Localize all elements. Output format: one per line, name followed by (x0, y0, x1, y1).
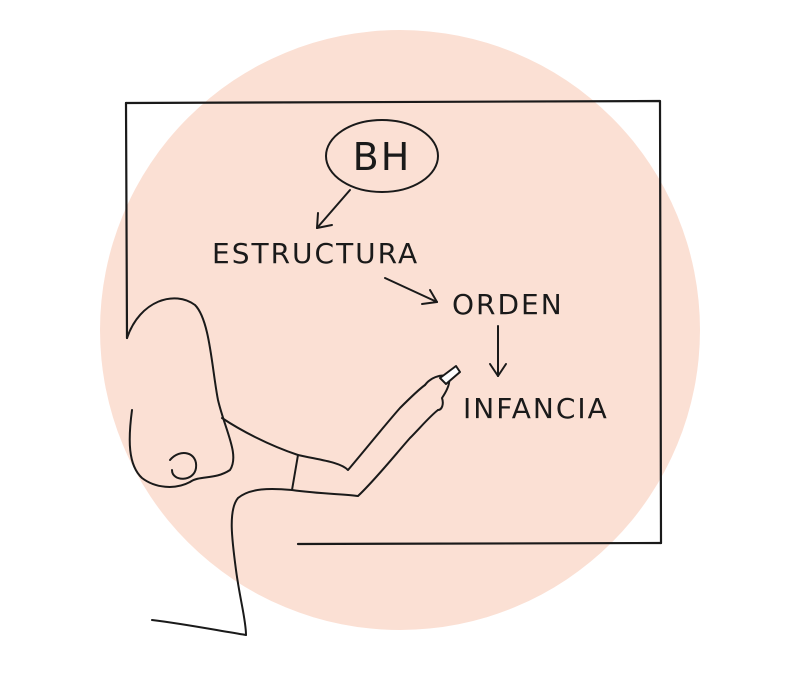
estructura-label: ESTRUCTURA (212, 237, 419, 270)
board-frame (124, 99, 663, 546)
arm-upper (297, 384, 426, 471)
woman-figure (126, 297, 461, 636)
arrow-estructura-to-orden (384, 277, 438, 305)
root-node-label: BH (353, 135, 412, 179)
strap (291, 454, 299, 491)
body-bottom (151, 619, 247, 636)
arrow-orden-to-infancia (489, 325, 507, 377)
hair-outline (126, 297, 235, 488)
body-outline (230, 488, 293, 636)
chalk (439, 365, 461, 385)
arm-lower (291, 409, 439, 497)
arrow-root-to-estructura (316, 189, 351, 229)
background-circle (100, 30, 700, 630)
back-outline (221, 417, 299, 456)
root-node-ellipse (325, 119, 439, 193)
infancia-label: INFANCIA (463, 392, 609, 425)
orden-label: ORDEN (452, 288, 564, 321)
hand (424, 374, 451, 411)
hair-curl (169, 452, 198, 480)
